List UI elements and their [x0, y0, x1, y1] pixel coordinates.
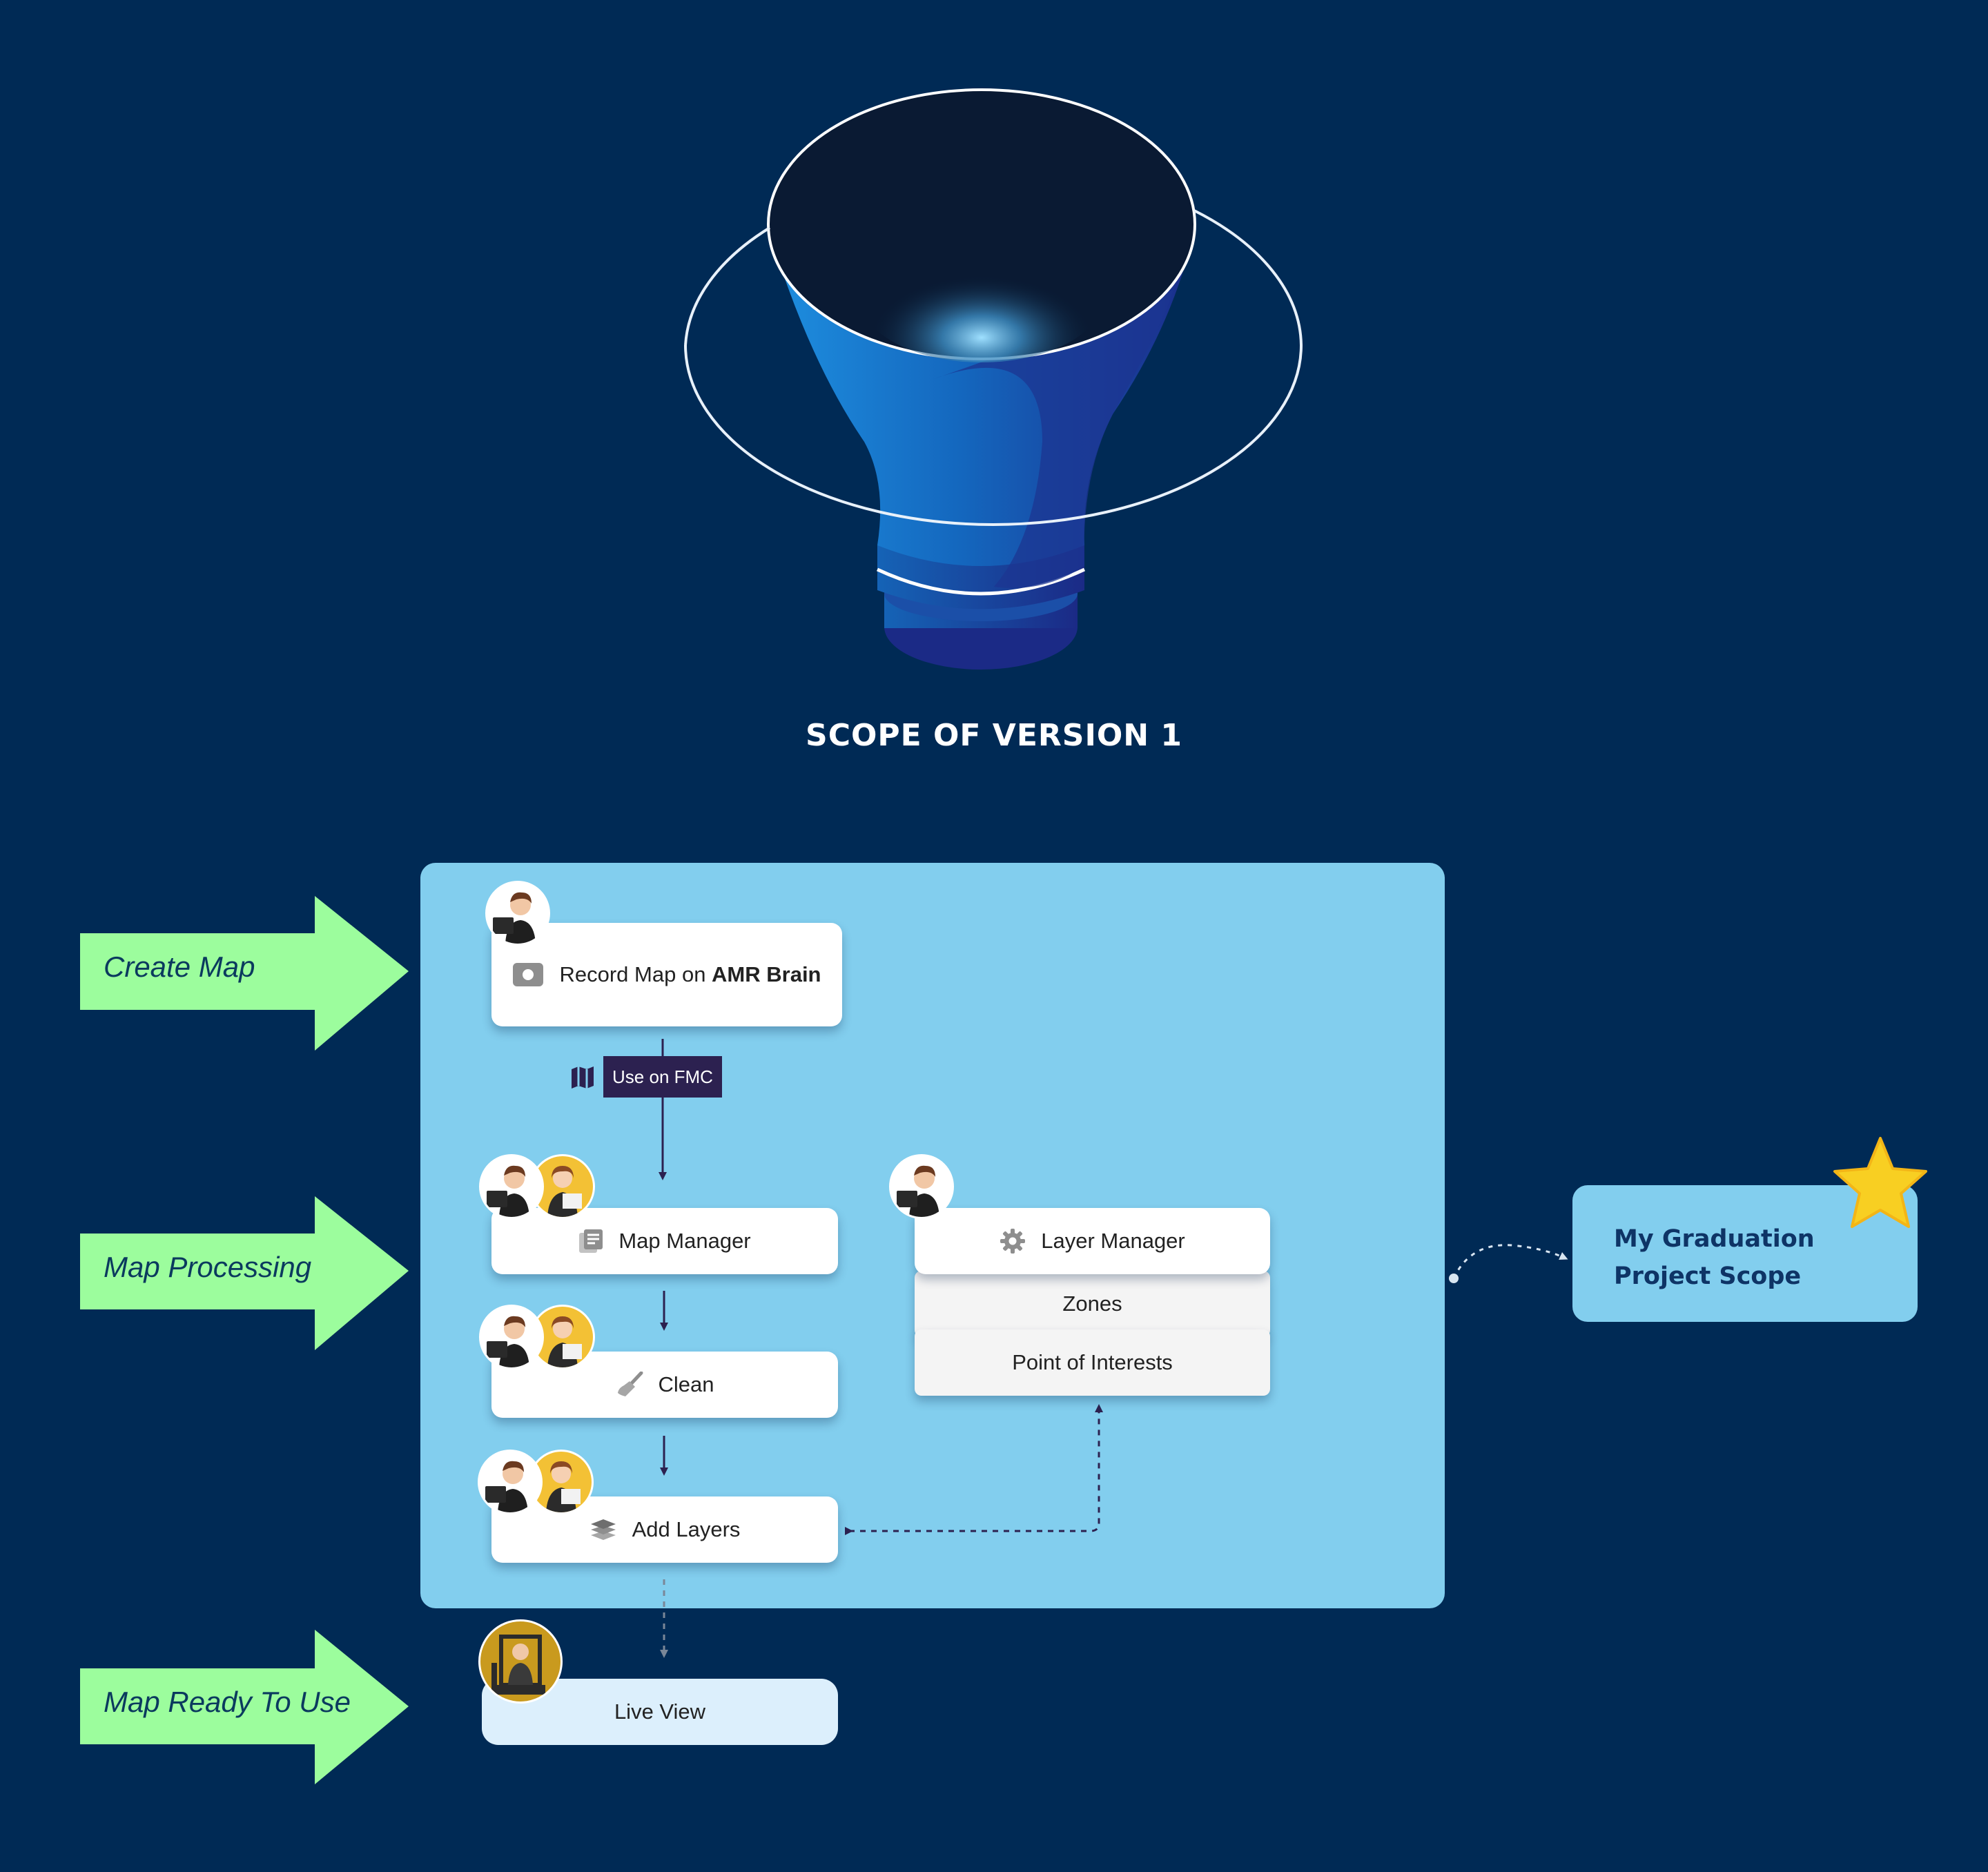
avatar-developer	[479, 1305, 544, 1369]
graduation-line-1: My Graduation	[1614, 1225, 1815, 1253]
zones-card[interactable]: Zones	[915, 1271, 1270, 1337]
camera-icon	[512, 962, 544, 987]
map-icon	[570, 1066, 595, 1093]
poi-card[interactable]: Point of Interests	[915, 1329, 1270, 1396]
stage-label-map-processing: Map Processing	[104, 1251, 312, 1283]
clean-label: Clean	[658, 1372, 714, 1396]
stage-label-create-map: Create Map	[104, 950, 255, 983]
avatar-forklift-operator	[478, 1619, 563, 1704]
edge-layers-to-poi	[845, 1404, 1103, 1535]
edge-label-use-on-fmc: Use on FMC	[603, 1056, 722, 1098]
broom-icon	[616, 1372, 643, 1398]
gear-icon	[1000, 1228, 1026, 1254]
map-manager-label: Map Manager	[618, 1229, 751, 1253]
graduation-scope-label: My Graduation Project Scope	[1614, 1220, 1815, 1295]
document-icon	[578, 1229, 603, 1254]
record-map-target: AMR Brain	[712, 962, 821, 986]
stage-label-map-ready: Map Ready To Use	[104, 1686, 351, 1718]
avatar-developer	[479, 1154, 544, 1219]
funnel-illustration	[684, 88, 1303, 670]
record-map-label: Record Map on AMR Brain	[559, 962, 821, 986]
poi-label: Point of Interests	[1012, 1350, 1173, 1374]
layers-icon	[589, 1519, 617, 1541]
graduation-link	[1452, 1244, 1568, 1279]
avatar-analyst	[530, 1154, 595, 1219]
layer-manager-label: Layer Manager	[1041, 1229, 1185, 1253]
record-map-card[interactable]: Record Map on AMR Brain	[491, 923, 842, 1026]
zones-label: Zones	[1062, 1291, 1122, 1316]
stage-arrow-map-processing	[80, 1196, 409, 1350]
stage-arrow-map-ready	[80, 1630, 409, 1784]
stage-arrows	[80, 896, 409, 1784]
graduation-line-2: Project Scope	[1614, 1262, 1802, 1290]
map-manager-card[interactable]: Map Manager	[491, 1208, 838, 1274]
layer-manager-card[interactable]: Layer Manager	[915, 1208, 1270, 1274]
add-layers-label: Add Layers	[632, 1517, 741, 1541]
avatar-developer	[889, 1154, 954, 1219]
diagram-title: SCOPE OF VERSION 1	[806, 718, 1182, 753]
avatar-developer	[478, 1450, 543, 1514]
live-view-label: Live View	[614, 1699, 706, 1724]
star-icon	[1831, 1135, 1930, 1234]
avatar-developer	[485, 881, 550, 946]
stage-arrow-create-map	[80, 896, 409, 1051]
